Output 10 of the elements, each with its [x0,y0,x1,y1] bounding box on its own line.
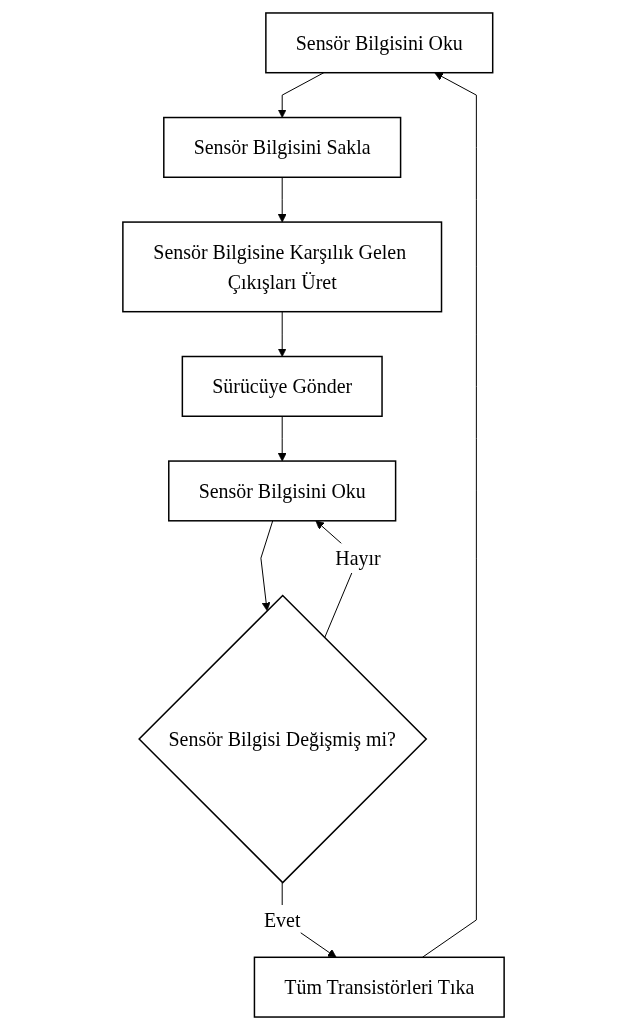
node-box: Sensör Bilgisini Oku [168,460,397,522]
edge-label: Hayır [335,547,381,570]
node-box: Sürücüye Gönder [181,355,383,417]
node-box: Sensör Bilgisini Oku [265,12,494,74]
node-box: Sensör Bilgisini Sakla [163,116,402,178]
node-diamond: Sensör Bilgisi Değişmiş mi? [138,594,428,884]
arrow [260,520,274,611]
edge-label: Evet [263,908,301,931]
node-box: Sensör Bilgisine Karşılık Gelen Çıkışları Üret [122,221,443,313]
node-box: Tüm Transistörleri Tıka [253,956,505,1018]
